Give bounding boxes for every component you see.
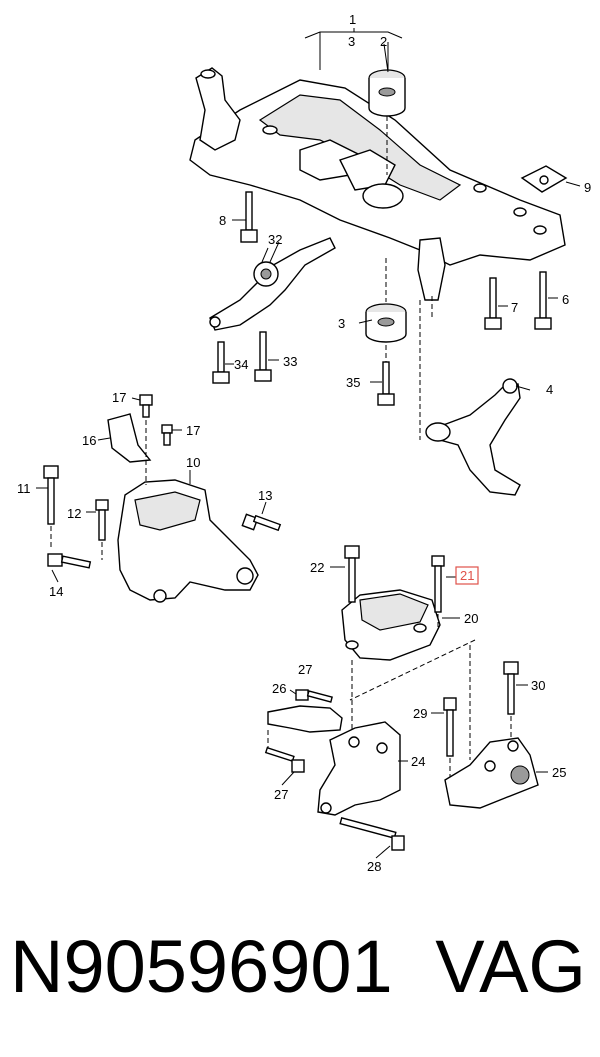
highlight-box-21 (455, 566, 479, 585)
bolts-part-27 (264, 689, 333, 773)
label-7: 7 (511, 300, 518, 315)
label-9: 9 (584, 180, 591, 195)
label-29: 29 (413, 706, 427, 721)
bolts-part-11-12 (43, 465, 109, 560)
bolt-part-13 (241, 513, 282, 532)
shield-part-16 (107, 413, 152, 463)
label-27-bottom: 27 (274, 787, 288, 802)
exploded-parts-diagram: 1 3 2 9 8 32 6 7 3 34 33 35 4 17 17 16 1… (17, 12, 591, 874)
subframe-illustration (189, 67, 566, 301)
label-17-right: 17 (186, 423, 200, 438)
label-13: 13 (258, 488, 272, 503)
label-33: 33 (283, 354, 297, 369)
label-17-top: 17 (112, 390, 126, 405)
label-4: 4 (546, 382, 553, 397)
label-35: 35 (346, 375, 360, 390)
torque-arm-part-32 (209, 237, 336, 331)
bolt-part-28 (339, 816, 405, 851)
label-3-top: 3 (348, 34, 355, 49)
label-16: 16 (82, 433, 96, 448)
wishbone-part-4 (419, 296, 521, 496)
label-3-lower: 3 (338, 316, 345, 331)
label-21: 21 (460, 568, 474, 583)
bolts-part-29-30 (443, 661, 519, 780)
label-10: 10 (186, 455, 200, 470)
bush-part-2 (368, 69, 406, 175)
label-25: 25 (552, 765, 566, 780)
label-8: 8 (219, 213, 226, 228)
label-12: 12 (67, 506, 81, 521)
bolt-part-14 (47, 553, 92, 583)
label-11: 11 (17, 481, 31, 496)
label-6: 6 (562, 292, 569, 307)
label-22: 22 (310, 560, 324, 575)
bolts-part-33-34 (212, 331, 272, 384)
part-number: N90596901 (10, 925, 393, 1008)
label-2: 2 (380, 34, 387, 49)
bracket-part-25 (444, 737, 539, 809)
leader-lines (36, 43, 558, 859)
plate-part-9 (520, 165, 581, 193)
bolts-part-6-7 (484, 271, 552, 330)
engine-mount-part-10 (117, 470, 259, 603)
label-30: 30 (531, 678, 545, 693)
bolts-part-17 (139, 394, 173, 485)
bracket-part-26 (267, 705, 343, 750)
brand-name: VAG (435, 925, 586, 1008)
label-26: 26 (272, 681, 286, 696)
label-14: 14 (49, 584, 63, 599)
label-20: 20 (464, 611, 478, 626)
bolt-part-8 (232, 191, 258, 243)
bracket-part-24 (317, 721, 401, 816)
bush-part-3 (365, 258, 407, 365)
label-24: 24 (411, 754, 425, 769)
group-1-bracket (304, 28, 403, 72)
label-1: 1 (349, 12, 356, 27)
bolts-part-21-22 (344, 545, 476, 760)
label-28: 28 (367, 859, 381, 874)
label-32: 32 (268, 232, 282, 247)
label-34: 34 (234, 357, 248, 372)
bolt-part-35 (377, 361, 395, 406)
label-27-top: 27 (298, 662, 312, 677)
gearbox-mount-part-20 (341, 589, 441, 661)
